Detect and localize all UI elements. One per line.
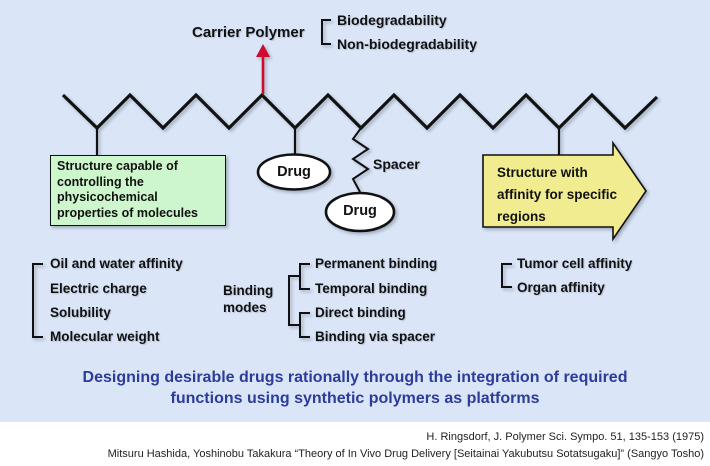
spacer-zigzag	[351, 127, 370, 193]
binding-sub-bracket-1	[299, 263, 310, 290]
yellow-arrow-line-3: regions	[497, 209, 546, 224]
green-box-line-3: physicochemical	[57, 190, 158, 205]
citations: H. Ringsdorf, J. Polymer Sci. Sympo. 51,…	[0, 429, 704, 462]
affinity-bracket	[501, 263, 512, 288]
drug1-label: Drug	[277, 164, 311, 180]
drug2-label: Drug	[343, 203, 377, 219]
citation-hashida-takakura: Mitsuru Hashida, Yoshinobu Takakura “The…	[107, 447, 704, 460]
affinity-structure-arrow-text: Structure with affinity for specific reg…	[497, 162, 637, 228]
red-arrow-head-icon	[256, 44, 270, 57]
physicochemical-item-molecular-weight: Molecular weight	[50, 329, 160, 344]
carrier-options-bracket	[321, 19, 331, 45]
headline: Designing desirable drugs rationally thr…	[0, 368, 710, 409]
green-box-line-2: controlling the	[57, 174, 144, 189]
headline-line-2: functions using synthetic polymers as pl…	[170, 389, 540, 407]
binding-item-via-spacer: Binding via spacer	[315, 329, 436, 344]
binding-main-bracket	[288, 275, 300, 326]
physicochemical-item-electric-charge: Electric charge	[50, 281, 147, 296]
polymer-diagram-canvas	[32, 19, 659, 338]
binding-item-permanent: Permanent binding	[315, 256, 438, 271]
physicochemical-structure-box: Structure capable of controlling the phy…	[50, 155, 226, 226]
citation-ringsdorf: H. Ringsdorf, J. Polymer Sci. Sympo. 51,…	[426, 431, 704, 443]
binding-modes-label-line-1: Binding	[223, 283, 274, 298]
non-biodegradability-label: Non-biodegradability	[337, 36, 477, 52]
physicochemical-item-oil-water: Oil and water affinity	[50, 256, 183, 271]
carrier-polymer-label: Carrier Polymer	[192, 24, 305, 41]
affinity-item-organ: Organ affinity	[517, 280, 605, 295]
yellow-arrow-line-2: affinity for specific	[497, 187, 618, 202]
drug2-oval	[324, 191, 396, 233]
binding-item-direct: Direct binding	[315, 305, 406, 320]
headline-line-1: Designing desirable drugs rationally thr…	[82, 369, 628, 386]
drug1-oval	[256, 153, 332, 191]
physicochemical-bracket	[32, 263, 43, 338]
binding-modes-label-line-2: modes	[223, 299, 267, 315]
yellow-arrow-shape	[482, 140, 647, 242]
affinity-item-tumor-cell: Tumor cell affinity	[517, 256, 633, 271]
binding-sub-bracket-2	[299, 312, 310, 338]
biodegradability-label: Biodegradability	[337, 12, 447, 28]
physicochemical-item-solubility: Solubility	[50, 305, 111, 320]
binding-item-temporal: Temporal binding	[315, 281, 428, 296]
green-box-line-1: Structure capable of	[57, 159, 178, 173]
green-box-line-4: properties of molecules	[57, 206, 199, 221]
yellow-arrow-line-1: Structure with	[497, 165, 588, 180]
binding-modes-label: Binding modes	[223, 283, 273, 316]
spacer-label: Spacer	[373, 156, 420, 172]
polymer-backbone-zigzag	[61, 92, 659, 131]
